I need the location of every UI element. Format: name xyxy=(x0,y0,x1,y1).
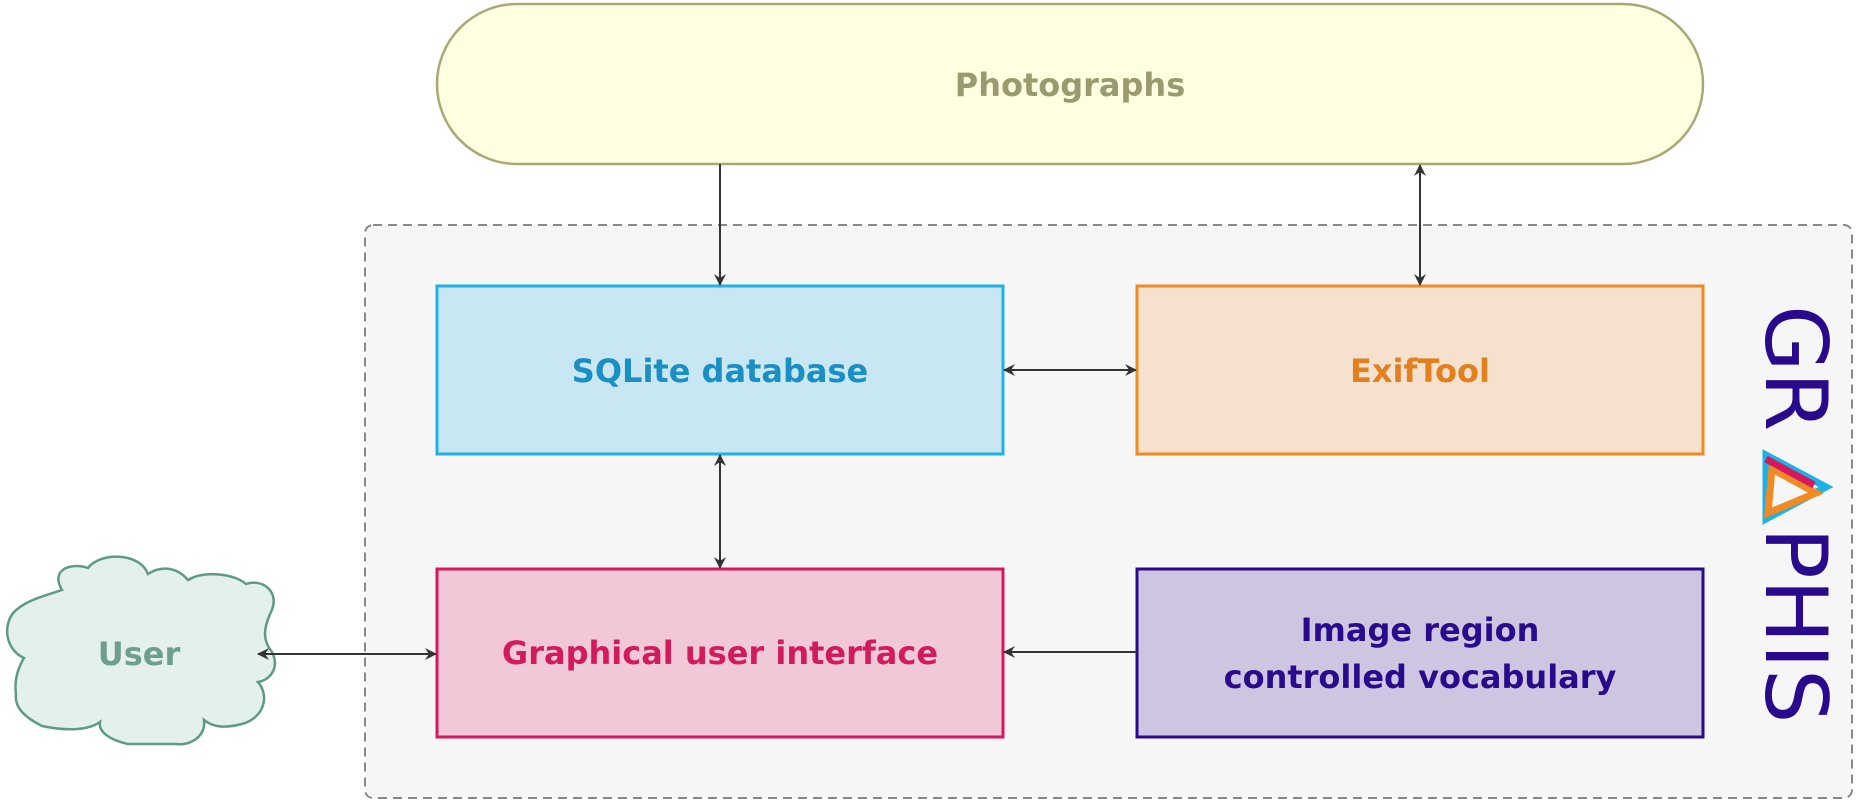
sqlite-database-node: SQLite database xyxy=(435,284,1005,456)
vocabulary-box xyxy=(1135,567,1705,739)
sqlite-database-label: SQLite database xyxy=(572,352,868,390)
photographs-node: Photographs xyxy=(435,2,1705,166)
arrows xyxy=(257,164,1426,660)
exiftool-node: ExifTool xyxy=(1135,284,1705,456)
sqlite-database-box xyxy=(435,284,1005,456)
graphis-logo-triangle-icon xyxy=(1762,449,1834,525)
exiftool-box xyxy=(1135,284,1705,456)
graphis-logo-text-end: PHIS xyxy=(1745,527,1845,723)
vocabulary-label-line2: controlled vocabulary xyxy=(1224,658,1617,696)
gui-box xyxy=(435,567,1005,739)
graphis-logo: GR PHIS xyxy=(1745,305,1845,723)
photographs-shape xyxy=(435,2,1705,166)
gui-node: Graphical user interface xyxy=(435,567,1005,739)
vocabulary-node: Image region controlled vocabulary xyxy=(1135,567,1705,739)
photographs-label: Photographs xyxy=(955,66,1186,104)
user-node: User xyxy=(5,555,277,746)
user-cloud-shape xyxy=(5,555,277,746)
gui-label: Graphical user interface xyxy=(502,634,938,672)
exiftool-label: ExifTool xyxy=(1350,352,1490,390)
user-label: User xyxy=(98,635,181,673)
graphis-logo-text-start: GR xyxy=(1745,305,1845,431)
vocabulary-label-line1: Image region xyxy=(1301,611,1540,649)
